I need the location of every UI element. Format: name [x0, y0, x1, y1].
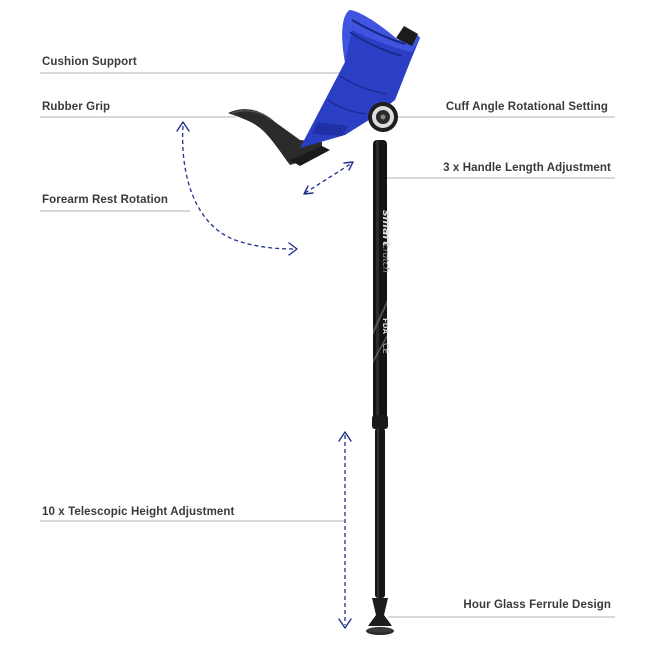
fda-mark: FDA: [381, 318, 389, 335]
forearm-rotation-arrow: [181, 125, 296, 250]
label-forearm-rest-rotation: Forearm Rest Rotation: [42, 194, 169, 206]
forearm-rotation-arrowhead-top: [176, 121, 190, 132]
crutch-shaft: [372, 140, 388, 598]
cuff-angle-dial: [368, 102, 398, 132]
telescopic-arrowhead-bottom: [338, 618, 352, 629]
label-telescopic-height: 10 x Telescopic Height Adjustment: [42, 506, 235, 518]
shaft-logo-suffix-text: crutch: [380, 244, 390, 273]
shaft-logo-text: smart: [380, 210, 393, 247]
label-handle-length: 3 x Handle Length Adjustment: [443, 162, 611, 174]
label-cuff-angle: Cuff Angle Rotational Setting: [445, 101, 608, 113]
handle-length-arrowhead-top: [343, 161, 354, 171]
ce-mark: CE: [381, 343, 390, 354]
label-ferrule-design: Hour Glass Ferrule Design: [463, 599, 611, 611]
handle-length-arrow: [304, 162, 353, 194]
telescopic-arrowhead-top: [338, 431, 352, 442]
forearm-rotation-arrowhead-right: [288, 242, 298, 256]
handle-length-arrowhead-bottom: [303, 185, 314, 195]
hourglass-ferrule: [366, 598, 394, 635]
rubber-grip: [228, 109, 330, 166]
label-cushion-support: Cushion Support: [42, 56, 137, 68]
forearm-cuff: [300, 10, 420, 148]
label-rubber-grip: Rubber Grip: [42, 101, 111, 113]
